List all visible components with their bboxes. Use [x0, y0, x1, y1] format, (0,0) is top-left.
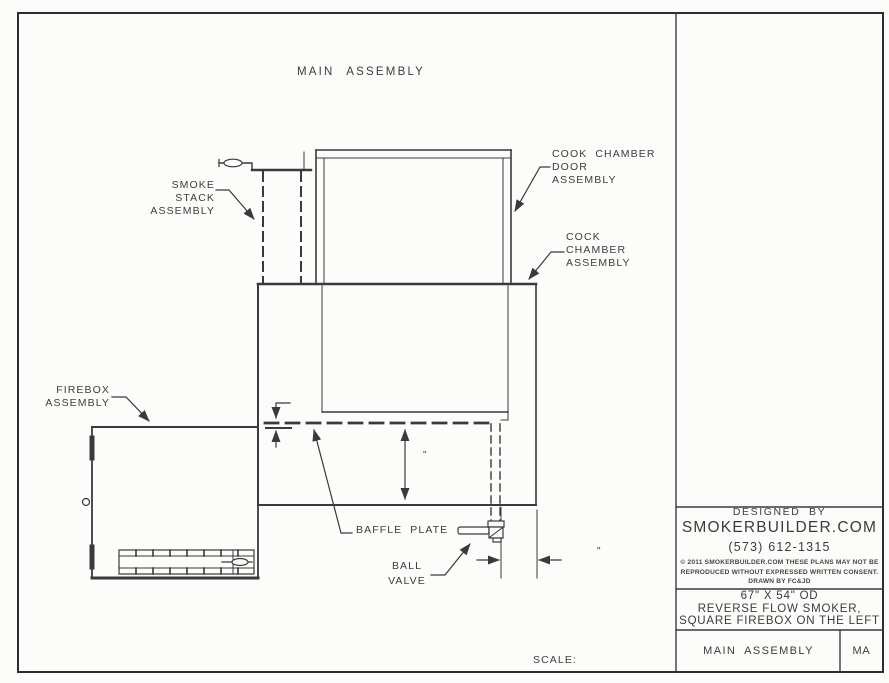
baffle-plate-line: [263, 421, 494, 429]
smoke-stack-outline: [218, 151, 313, 285]
title-block-grid: [675, 506, 884, 673]
firebox-label: FIREBOX ASSEMBLY: [45, 384, 110, 409]
cook-chamber-door-label: COOK CHAMBER DOOR ASSEMBLY: [552, 148, 656, 186]
phone-number: (573) 612-1315: [728, 540, 831, 554]
ball-valve-label: BALL VALVE: [388, 560, 426, 587]
dimension-inch-mark: ": [597, 546, 601, 557]
scale-label: SCALE:: [533, 654, 577, 666]
baffle-plate-label: BAFFLE PLATE: [356, 524, 449, 536]
dimension-lines: [271, 402, 562, 565]
drain-pipe: [490, 423, 538, 579]
baffle-plate-leader: [312, 429, 353, 534]
valve-handle-icon: [457, 526, 490, 535]
firebox-leader: [111, 396, 150, 422]
smoke-stack-leader: [215, 189, 255, 220]
sheet-code: MA: [852, 645, 871, 657]
leader-lines: [111, 166, 565, 576]
ball-valve-leader: [430, 543, 471, 576]
model-variant: SQUARE FIREBOX ON THE LEFT: [679, 615, 880, 627]
drawing-title: MAIN ASSEMBLY: [297, 66, 426, 78]
title-block-model: 67" X 54" OD REVERSE FLOW SMOKER, SQUARE…: [677, 590, 882, 628]
cook-chamber-outline: [256, 282, 538, 506]
smoke-stack-label: SMOKE STACK ASSEMBLY: [150, 179, 215, 217]
dimension-inch-mark: ": [423, 450, 427, 461]
model-type: REVERSE FLOW SMOKER,: [697, 602, 862, 615]
copyright-text: © 2011 SMOKERBUILDER.COM THESE PLANS MAY…: [680, 559, 879, 585]
cook-chamber-label: COCK CHAMBER ASSEMBLY: [566, 231, 631, 269]
title-block-designer: DESIGNED BY SMOKERBUILDER.COM (573) 612-…: [677, 506, 882, 587]
firebox-vent: [118, 549, 255, 575]
model-size: 67" X 54" OD: [740, 590, 819, 602]
cook-chamber-door-leader: [514, 166, 551, 212]
designed-by-text: DESIGNED BY: [732, 506, 827, 518]
sheet-title: MAIN ASSEMBLY: [703, 645, 814, 657]
company-name: SMOKERBUILDER.COM: [681, 519, 878, 536]
cook-chamber-door-outline: [315, 149, 512, 285]
firebox-door-handle-icon: [81, 497, 91, 507]
ball-valve-symbol: [457, 520, 505, 543]
cook-chamber-leader: [528, 251, 565, 280]
firebox-outline: [81, 426, 260, 580]
stack-damper-handle-icon: [223, 158, 243, 168]
sheet-border: [17, 12, 884, 673]
vent-damper-handle-icon: [231, 557, 249, 567]
